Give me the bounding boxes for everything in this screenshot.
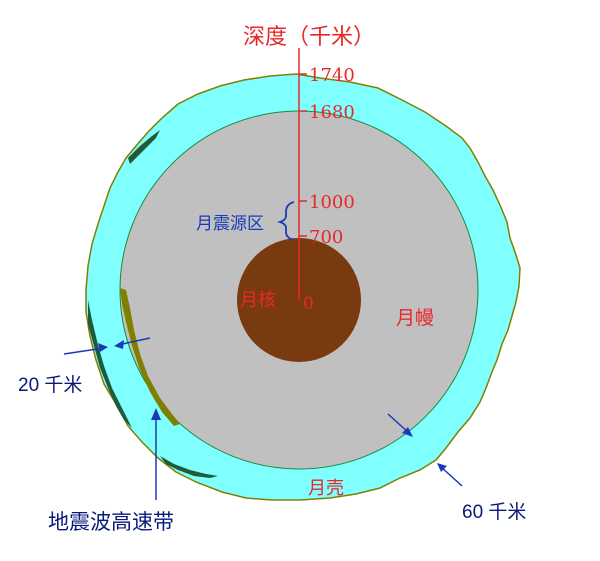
tick-label-1740: 1740 [309, 65, 355, 86]
high-velocity-band [120, 288, 180, 426]
band-pointer-arrow [151, 408, 161, 500]
highland-patch-northwest [128, 130, 160, 164]
axis-title: 深度（千米） [243, 25, 375, 50]
moonquake-source-brace [277, 201, 295, 241]
tick-label-1680: 1680 [309, 102, 355, 123]
core-label: 月核 [240, 290, 276, 311]
arrow-60km [387, 413, 463, 487]
highland-patch-south [160, 456, 218, 478]
thickness-20-label: 20 千米 [18, 374, 82, 396]
tick-label-700: 700 [309, 227, 343, 248]
mantle-label: 月幔 [396, 307, 434, 329]
high-velocity-band-label: 地震波高速带 [48, 510, 174, 534]
arrow-20km [63, 337, 151, 355]
tick-label-1000: 1000 [309, 192, 355, 213]
moonquake-source-label: 月震源区 [196, 214, 264, 234]
thickness-60-label: 60 千米 [462, 501, 526, 523]
crust-label: 月壳 [308, 478, 344, 499]
tick-label-0: 0 [303, 294, 314, 314]
